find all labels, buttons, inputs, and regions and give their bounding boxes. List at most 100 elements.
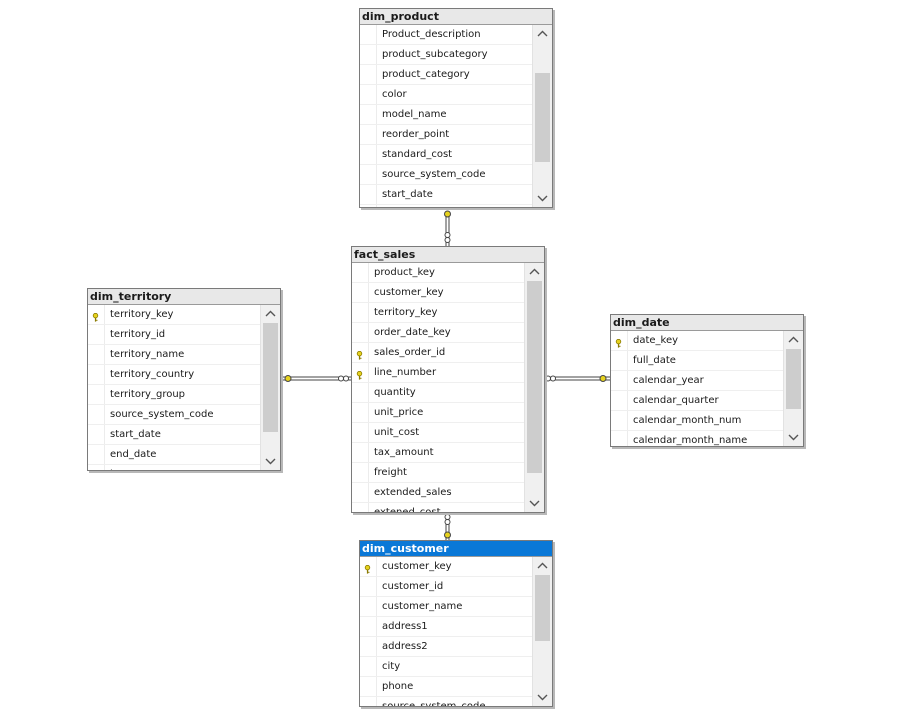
column-row[interactable]: order_date_key xyxy=(352,323,524,343)
chevron-up-icon[interactable] xyxy=(533,557,552,574)
chevron-up-icon[interactable] xyxy=(261,305,280,322)
column-row[interactable]: calendar_quarter xyxy=(611,391,783,411)
column-row[interactable]: unit_price xyxy=(352,403,524,423)
column-row[interactable]: Product_description xyxy=(360,25,532,45)
chevron-down-icon[interactable] xyxy=(261,453,280,470)
table-title[interactable]: dim_product xyxy=(360,9,552,25)
column-name: source_system_code xyxy=(110,409,214,420)
column-row[interactable]: product_subcategory xyxy=(360,45,532,65)
column-row[interactable]: address2 xyxy=(360,637,532,657)
vertical-scrollbar[interactable] xyxy=(532,25,552,207)
column-name: address2 xyxy=(382,641,428,652)
relationship-fact-sales-dim-date[interactable] xyxy=(544,375,610,382)
column-row[interactable]: color xyxy=(360,85,532,105)
column-row[interactable]: reorder_point xyxy=(360,125,532,145)
column-name: calendar_month_num xyxy=(633,415,742,426)
column-row[interactable]: customer_key xyxy=(360,557,532,577)
column-row[interactable]: product_category xyxy=(360,65,532,85)
column-row[interactable]: customer_id xyxy=(360,577,532,597)
column-row[interactable]: calendar_month_name xyxy=(611,431,783,446)
column-name: product_subcategory xyxy=(382,49,488,60)
table-dim-product[interactable]: dim_product Product_description product_s… xyxy=(359,8,553,208)
column-name: quantity xyxy=(374,387,416,398)
column-row[interactable]: source_system_code xyxy=(88,405,260,425)
relationship-fact-sales-dim-customer[interactable] xyxy=(444,513,451,540)
column-row[interactable]: tax_amount xyxy=(352,443,524,463)
table-title[interactable]: fact_sales xyxy=(352,247,544,263)
chevron-down-icon[interactable] xyxy=(525,495,544,512)
key-icon xyxy=(615,336,622,348)
table-title[interactable]: dim_customer xyxy=(360,541,552,557)
vertical-scrollbar[interactable] xyxy=(532,557,552,706)
column-row[interactable]: territory_key xyxy=(88,305,260,325)
column-row[interactable]: address1 xyxy=(360,617,532,637)
column-row[interactable]: unit_cost xyxy=(352,423,524,443)
chevron-down-icon[interactable] xyxy=(533,190,552,207)
scrollbar-thumb[interactable] xyxy=(263,323,278,432)
column-row[interactable]: date_key xyxy=(611,331,783,351)
row-selector-gutter xyxy=(360,557,377,706)
relationship-fact-sales-dim-territory[interactable] xyxy=(281,375,352,382)
scrollbar-thumb[interactable] xyxy=(786,349,801,409)
table-title[interactable]: dim_territory xyxy=(88,289,280,305)
vertical-scrollbar[interactable] xyxy=(524,263,544,512)
scrollbar-thumb[interactable] xyxy=(535,73,550,162)
column-row[interactable]: customer_name xyxy=(360,597,532,617)
column-row[interactable]: sales_order_id xyxy=(352,343,524,363)
vertical-scrollbar[interactable] xyxy=(783,331,803,446)
column-name: line_number xyxy=(374,367,437,378)
column-row[interactable]: source_system_code xyxy=(360,165,532,185)
column-row[interactable]: model_name xyxy=(360,105,532,125)
chevron-up-icon[interactable] xyxy=(784,331,803,348)
column-name: sales_order_id xyxy=(374,347,446,358)
column-row[interactable]: extened_cost xyxy=(352,503,524,512)
column-row[interactable]: territory_country xyxy=(88,365,260,385)
column-row[interactable]: calendar_year xyxy=(611,371,783,391)
column-row[interactable]: territory_id xyxy=(88,325,260,345)
column-row[interactable]: customer_key xyxy=(352,283,524,303)
column-row[interactable]: end_date xyxy=(88,445,260,465)
chevron-up-icon[interactable] xyxy=(533,25,552,42)
column-row[interactable]: line_number xyxy=(352,363,524,383)
column-row[interactable]: city xyxy=(360,657,532,677)
column-row[interactable]: source_system_code xyxy=(360,697,532,706)
column-row[interactable]: end_date xyxy=(360,205,532,207)
column-row[interactable]: product_key xyxy=(352,263,524,283)
column-row[interactable]: territory_name xyxy=(88,345,260,365)
column-row[interactable]: start_date xyxy=(88,425,260,445)
column-row[interactable]: freight xyxy=(352,463,524,483)
column-row[interactable]: is_current xyxy=(88,465,260,470)
table-title[interactable]: dim_date xyxy=(611,315,803,331)
column-name: end_date xyxy=(110,449,157,460)
column-row[interactable]: standard_cost xyxy=(360,145,532,165)
column-name: phone xyxy=(382,681,414,692)
column-name: product_key xyxy=(374,267,435,278)
scrollbar-thumb[interactable] xyxy=(527,281,542,473)
column-row[interactable]: quantity xyxy=(352,383,524,403)
scrollbar-thumb[interactable] xyxy=(535,575,550,641)
chevron-down-icon[interactable] xyxy=(533,689,552,706)
column-name: order_date_key xyxy=(374,327,451,338)
vertical-scrollbar[interactable] xyxy=(260,305,280,470)
column-row[interactable]: phone xyxy=(360,677,532,697)
column-row[interactable]: territory_group xyxy=(88,385,260,405)
column-row[interactable]: territory_key xyxy=(352,303,524,323)
column-name: start_date xyxy=(110,429,161,440)
column-row[interactable]: calendar_month_num xyxy=(611,411,783,431)
column-row[interactable]: extended_sales xyxy=(352,483,524,503)
column-row[interactable]: start_date xyxy=(360,185,532,205)
relationship-fact-sales-dim-product[interactable] xyxy=(444,210,451,246)
column-row[interactable]: full_date xyxy=(611,351,783,371)
chevron-down-icon[interactable] xyxy=(784,429,803,446)
chevron-up-icon[interactable] xyxy=(525,263,544,280)
